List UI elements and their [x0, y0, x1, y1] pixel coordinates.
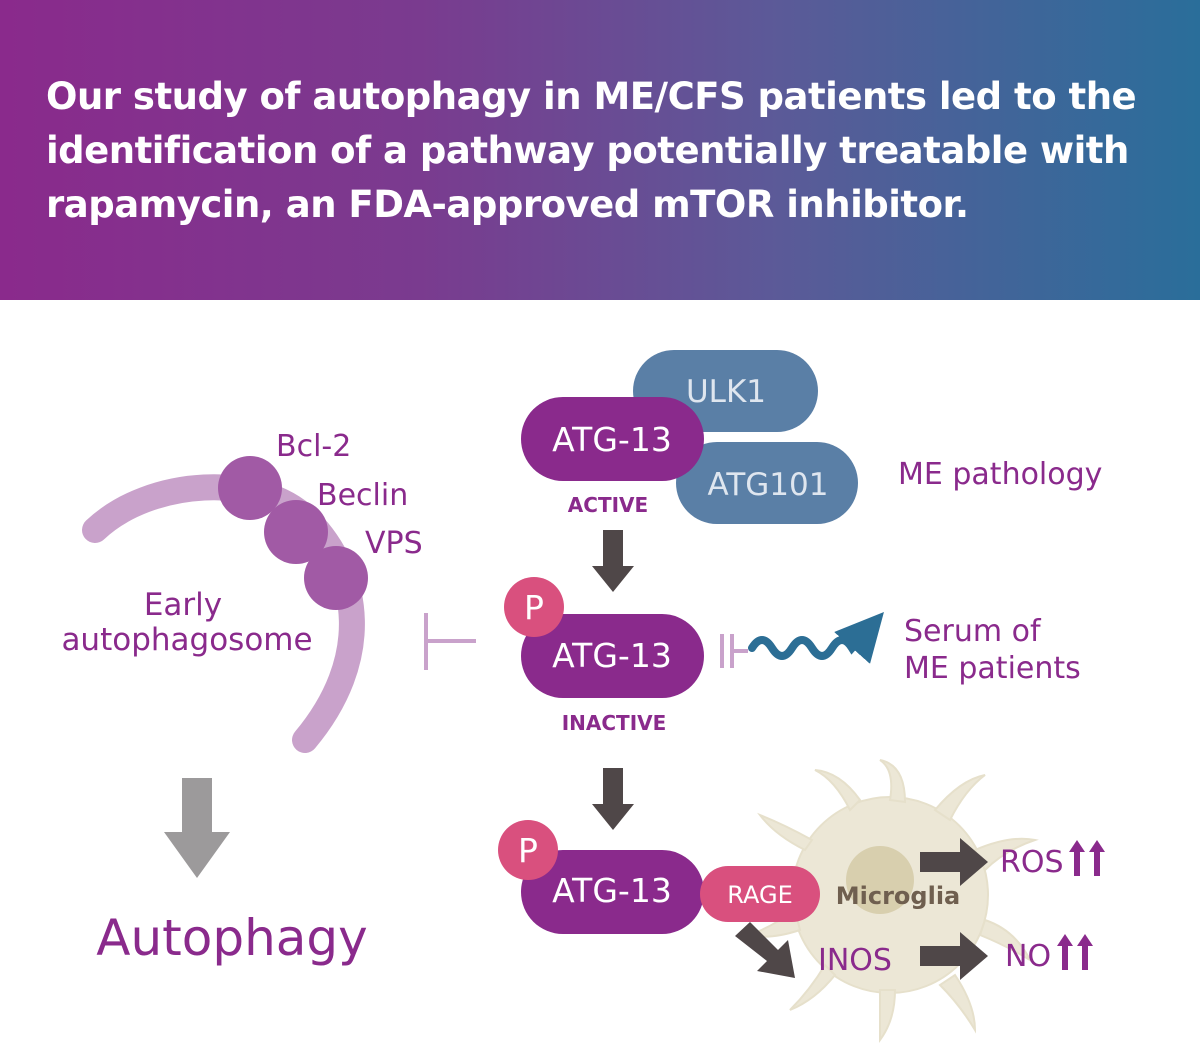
active-label: ACTIVE — [568, 493, 648, 517]
atg101-label: ATG101 — [708, 467, 829, 503]
rage-pill — [700, 866, 820, 922]
microglia-nucleus — [846, 846, 914, 914]
vps-label: VPS — [365, 526, 423, 561]
arrow-to-no — [920, 932, 988, 980]
serum-wave — [748, 612, 884, 664]
vps-bead — [304, 546, 368, 610]
rage-label: RAGE — [727, 881, 792, 909]
serum-label-line1: Serum of — [904, 614, 1042, 649]
bcl2-label: Bcl-2 — [276, 429, 351, 464]
ros-increase-icon — [1069, 840, 1105, 876]
header-banner: Our study of autophagy in ME/CFS patient… — [0, 0, 1200, 300]
atg13-active-pill — [521, 397, 704, 481]
inactive-label: INACTIVE — [562, 711, 667, 735]
early-autophagosome-label-line2: autophagosome — [61, 622, 312, 658]
atg101-pill — [676, 442, 858, 524]
phospho-badge-inactive — [504, 577, 564, 637]
atg13-inactive-label: ATG-13 — [552, 636, 672, 675]
beclin-label: Beclin — [317, 478, 408, 513]
microglia-label: Microglia — [836, 882, 961, 910]
atg13-inactive-pill — [521, 614, 704, 698]
atg13-rage-pill — [521, 850, 704, 934]
me-pathology-label: ME pathology — [898, 457, 1102, 492]
serum-label-line2: ME patients — [904, 651, 1081, 686]
phospho-badge-rage — [498, 820, 558, 880]
atg13-rage-label: ATG-13 — [552, 871, 672, 910]
no-label: NO — [1005, 939, 1051, 974]
phospho-label-rage: P — [518, 831, 538, 870]
arrow-active-to-inactive — [592, 530, 634, 592]
autophagy-arrow — [164, 778, 230, 878]
ulk1-label: ULK1 — [686, 374, 766, 410]
no-increase-icon — [1057, 934, 1093, 970]
arrow-rage-to-inos — [735, 922, 795, 978]
inos-label: INOS — [818, 943, 892, 978]
phospho-label-inactive: P — [524, 588, 544, 627]
headline: Our study of autophagy in ME/CFS patient… — [46, 75, 1137, 226]
autophagy-pathway-diagram: Bcl-2 Beclin VPS Early autophagosome Aut… — [61, 350, 1105, 1044]
ros-label: ROS — [1000, 845, 1064, 880]
arrow-to-ros — [920, 838, 988, 886]
early-autophagosome-label-line1: Early — [144, 587, 222, 623]
beclin-bead — [264, 500, 328, 564]
autophagy-label: Autophagy — [96, 909, 367, 967]
atg13-active-label: ATG-13 — [552, 420, 672, 459]
bcl2-bead — [218, 456, 282, 520]
arrow-inactive-to-rage — [592, 768, 634, 830]
